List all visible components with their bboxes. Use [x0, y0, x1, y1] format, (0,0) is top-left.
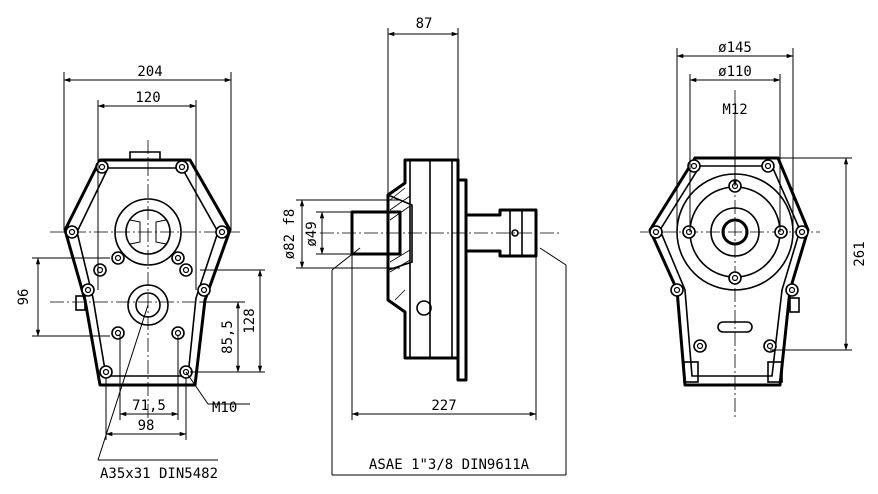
dim-82-f8: ø82 f8: [282, 209, 298, 260]
left-bolts: [65, 160, 229, 379]
dim-145: ø145: [718, 40, 752, 56]
dim-120: 120: [135, 90, 160, 106]
dim-87: 87: [416, 16, 433, 32]
dim-110: ø110: [718, 64, 752, 80]
right-view: ø145 ø110 M12 261: [640, 40, 868, 420]
left-view: 204 120 96 85,5 128 71,5 98 M10 A35x31 D…: [16, 64, 265, 482]
dim-128: 128: [242, 308, 258, 333]
dim-204: 204: [137, 64, 162, 80]
center-view: 87 ø82 f8 ø49 227 ASAE 1"3/8 DIN9611A: [282, 16, 567, 476]
dim-227: 227: [431, 398, 456, 414]
label-m12: M12: [722, 102, 747, 118]
dim-98: 98: [138, 418, 155, 434]
right-bolts: [649, 159, 809, 353]
dim-71-5: 71,5: [132, 398, 166, 414]
dim-261: 261: [852, 241, 868, 266]
label-asae: ASAE 1"3/8 DIN9611A: [369, 457, 530, 473]
label-m10: M10: [212, 400, 237, 416]
dim-96: 96: [16, 289, 32, 306]
label-a35x31: A35x31 DIN5482: [100, 466, 218, 482]
dim-85-5: 85,5: [220, 320, 236, 354]
dim-49: ø49: [304, 221, 320, 246]
